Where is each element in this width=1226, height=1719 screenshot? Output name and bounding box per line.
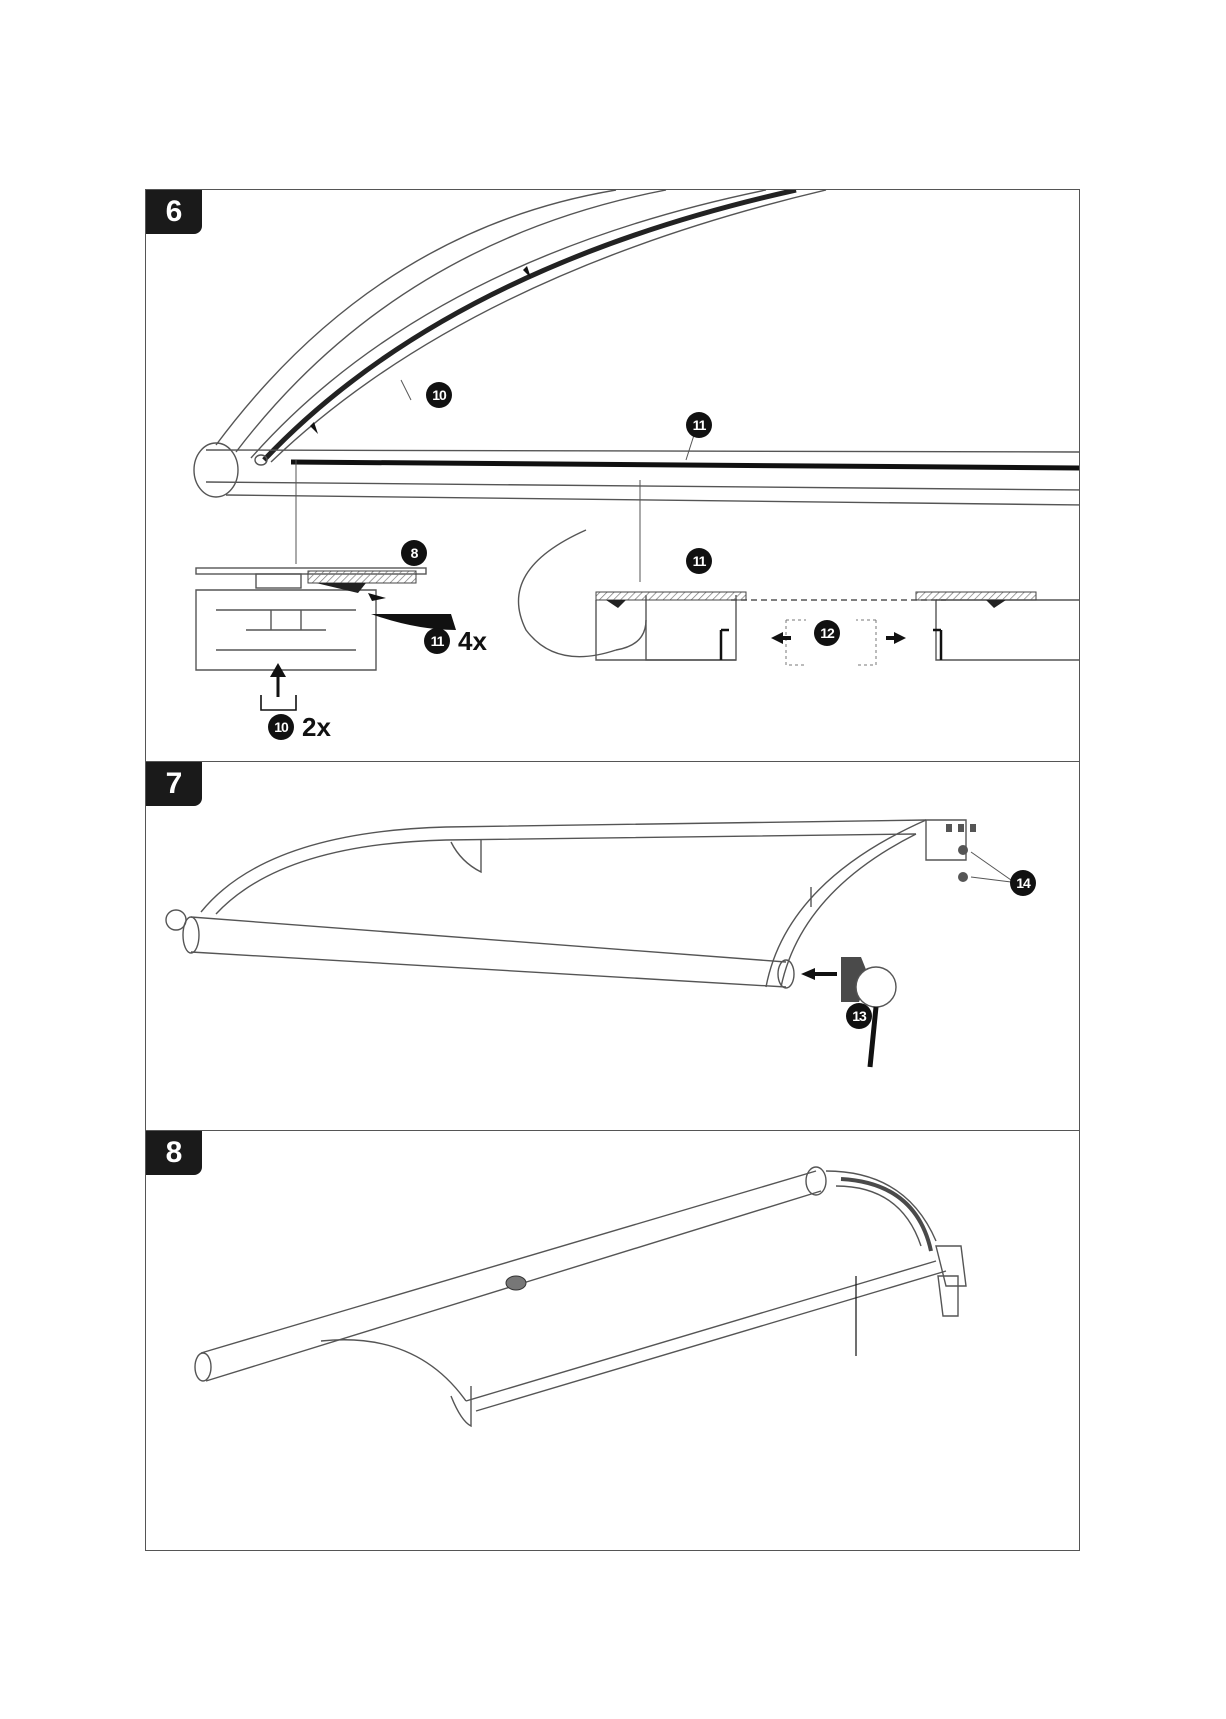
step-6-panel: 6: [146, 190, 1079, 762]
quantity-2x: 2x: [302, 714, 331, 740]
seal-strip-10: [264, 190, 796, 460]
step-number: 7: [146, 762, 202, 806]
callout-12-clip: 12: [814, 620, 840, 646]
callout-14-wall-bracket-screws: 14: [1010, 870, 1036, 896]
callout-11-strip-left: 11: [424, 628, 450, 654]
callout-11-beam: 11: [686, 412, 712, 438]
callout-8-panel: 8: [401, 540, 427, 566]
seal-strip-11: [291, 462, 1079, 468]
step-6-illustration: [146, 190, 1079, 762]
instruction-page-frame: 6: [145, 189, 1080, 1551]
callout-10-seal: 10: [268, 714, 294, 740]
step-8-illustration: [146, 1131, 1079, 1552]
quantity-4x: 4x: [458, 628, 487, 654]
step-8-panel: 8: [146, 1131, 1079, 1552]
callout-11-strip-right: 11: [686, 548, 712, 574]
step-7-illustration: [146, 762, 1079, 1131]
callout-13-end-cap: 13: [846, 1003, 872, 1029]
step-7-panel: 7: [146, 762, 1079, 1131]
step-number: 8: [146, 1131, 202, 1175]
callout-10-rafter: 10: [426, 382, 452, 408]
step-number: 6: [146, 190, 202, 234]
